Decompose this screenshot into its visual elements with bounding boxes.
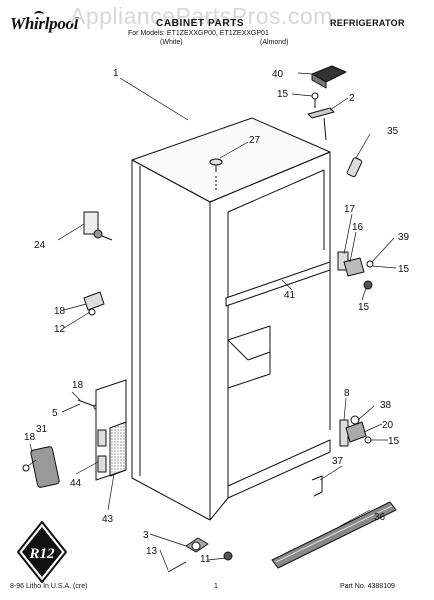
- callout-17: 17: [344, 204, 356, 215]
- callout-2: 2: [349, 93, 355, 104]
- grille-clip-part: [311, 475, 323, 497]
- callout-15-bottom: 15: [388, 436, 400, 447]
- r12-badge-label: R12: [28, 546, 55, 562]
- cabinet-plug-part: [209, 158, 223, 192]
- callout-16: 16: [352, 222, 364, 233]
- cabinet-shell: [131, 117, 331, 521]
- callout-27: 27: [249, 135, 261, 146]
- callout-37: 37: [332, 456, 344, 467]
- callout-18-lower: 18: [24, 432, 36, 443]
- callout-40: 40: [272, 69, 284, 80]
- callout-12: 12: [54, 324, 66, 335]
- callout-20: 20: [382, 420, 394, 431]
- callout-13: 13: [146, 546, 158, 557]
- latch-part: [83, 211, 113, 241]
- callout-15-top: 15: [277, 89, 289, 100]
- top-hinge-part: [307, 92, 335, 141]
- watermark: AppliancePartsPros.com: [70, 3, 333, 29]
- footer-print-info: 8-96 Litho In U.S.A. (cre): [10, 583, 88, 590]
- hinge-cover-part: [311, 65, 347, 89]
- callout-11: 11: [200, 554, 211, 565]
- callout-18-clip: 18: [54, 306, 66, 317]
- lower-left-group: [22, 379, 127, 488]
- callout-44: 44: [70, 478, 82, 489]
- variant-white: (White): [160, 39, 183, 46]
- toe-grille-part: [271, 501, 397, 569]
- center-hinge-group: [337, 251, 374, 290]
- callout-5: 5: [52, 408, 58, 419]
- r12-badge: [17, 521, 67, 583]
- callout-31: 31: [36, 424, 48, 435]
- variant-almond: (Almond): [260, 39, 289, 46]
- callout-39: 39: [398, 232, 410, 243]
- callout-1: 1: [113, 68, 119, 79]
- callout-43: 43: [102, 514, 114, 525]
- callout-18-left: 18: [72, 380, 84, 391]
- callout-38: 38: [380, 400, 392, 411]
- shelf-clip-part: [83, 291, 105, 316]
- callout-15-mid: 15: [398, 264, 410, 275]
- callout-41: 41: [284, 290, 296, 301]
- callout-3: 3: [143, 530, 149, 541]
- callout-24: 24: [34, 240, 46, 251]
- logo-swoosh-icon: [34, 11, 44, 18]
- footer-page-number: 1: [214, 583, 218, 590]
- models-line: For Models: ET1ZEXXGP00, ET1ZEXXGP01: [128, 30, 269, 37]
- callout-35: 35: [387, 126, 399, 137]
- callout-36: 36: [374, 512, 386, 523]
- callout-8: 8: [344, 388, 350, 399]
- callout-15-low: 15: [358, 302, 370, 313]
- whirlpool-logo: Whirlpool: [10, 14, 79, 33]
- hinge-pin-part: [346, 157, 363, 178]
- diagram-title: CABINET PARTS: [156, 18, 245, 29]
- footer-part-number: Part No. 4388109: [340, 583, 395, 590]
- lower-hinge-group: [339, 415, 372, 447]
- category-label: REFRIGERATOR: [330, 18, 405, 28]
- leader-lines: [27, 72, 397, 571]
